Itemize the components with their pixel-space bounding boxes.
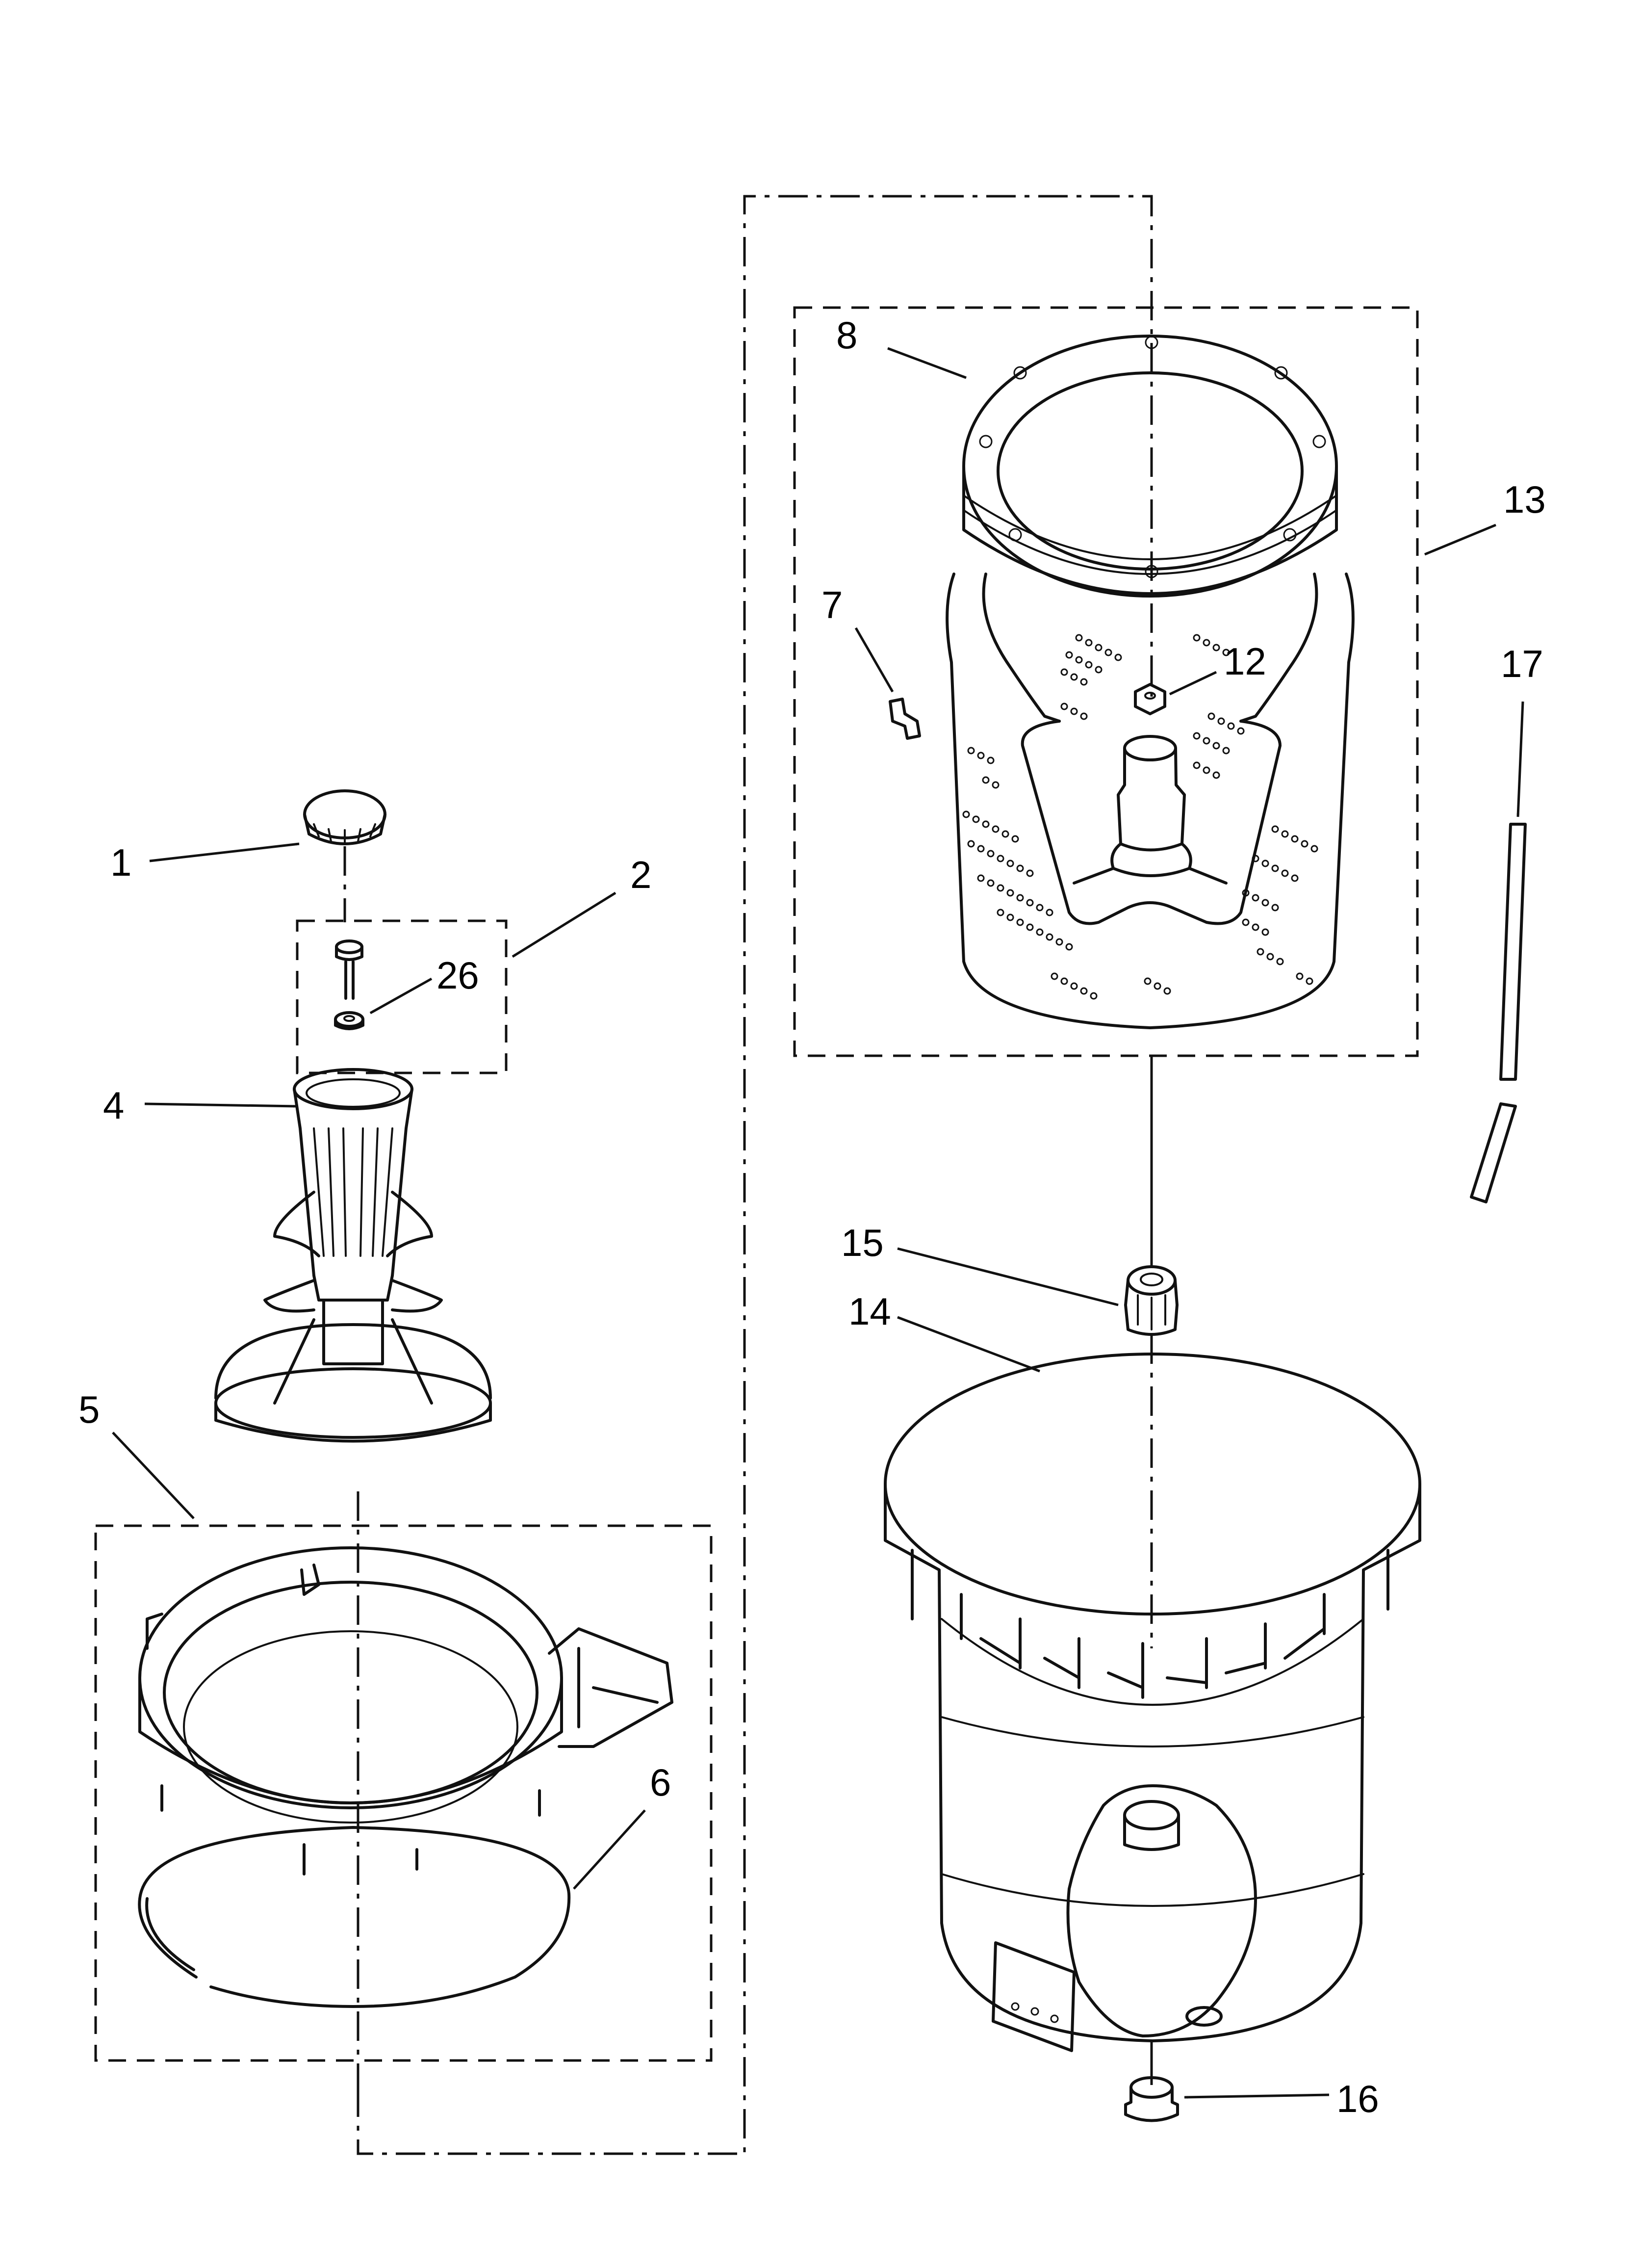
leader-4 xyxy=(144,1102,297,1108)
leader-8 xyxy=(887,347,967,379)
part-spin-basket xyxy=(946,573,1355,1029)
leader-7 xyxy=(854,627,894,693)
part-agitator xyxy=(214,1068,492,1443)
callout-8: 8 xyxy=(836,313,857,357)
group-box-2 xyxy=(296,919,508,1074)
group-boxes xyxy=(94,306,1419,2062)
part-basket-nut xyxy=(1134,683,1166,715)
part-agitator-cap xyxy=(303,789,386,845)
callout-4: 4 xyxy=(103,1084,124,1127)
part-outer-tub xyxy=(884,1353,1421,2052)
leader-17 xyxy=(1516,701,1524,817)
part-clip xyxy=(889,698,921,740)
callout-labels: 1 2 26 4 5 6 7 8 12 13 14 15 16 17 xyxy=(78,313,1546,2120)
leader-14 xyxy=(897,1316,1040,1373)
leader-13 xyxy=(1424,523,1496,556)
leader-15 xyxy=(897,1247,1119,1306)
leader-6 xyxy=(573,1809,646,1890)
leader-arrows xyxy=(112,347,1524,2099)
leader-5 xyxy=(112,1432,195,1519)
callout-16: 16 xyxy=(1336,2077,1379,2120)
callout-12: 12 xyxy=(1224,640,1266,683)
part-agitator-bolt xyxy=(335,939,363,1000)
leader-1 xyxy=(149,842,300,862)
callout-26: 26 xyxy=(436,954,479,997)
callout-13: 13 xyxy=(1503,478,1546,521)
callout-15: 15 xyxy=(841,1221,884,1264)
part-drive-hub xyxy=(1124,1265,1179,1336)
part-hose xyxy=(1470,823,1527,1203)
callout-17: 17 xyxy=(1501,642,1543,685)
leader-26 xyxy=(369,977,433,1015)
leader-16 xyxy=(1184,2093,1330,2099)
leader-12 xyxy=(1169,671,1217,696)
callout-14: 14 xyxy=(848,1290,891,1333)
assembly-guide-lines xyxy=(343,195,1153,2155)
callout-7: 7 xyxy=(821,583,843,626)
callout-5: 5 xyxy=(78,1388,100,1431)
part-tub-ring xyxy=(138,1546,673,1876)
part-washer xyxy=(334,1011,364,1030)
part-snap-ring xyxy=(138,1826,571,2008)
callout-2: 2 xyxy=(630,853,651,896)
part-drain-plug xyxy=(1124,2076,1179,2122)
guide-line-loop xyxy=(357,195,1153,2155)
group-box-5 xyxy=(94,1524,713,2062)
group-box-13 xyxy=(793,306,1419,1057)
callout-1: 1 xyxy=(110,841,131,884)
callout-6: 6 xyxy=(650,1761,671,1804)
leader-2 xyxy=(512,891,616,958)
part-balance-ring xyxy=(962,335,1338,598)
basket-perforations xyxy=(962,634,1318,1000)
